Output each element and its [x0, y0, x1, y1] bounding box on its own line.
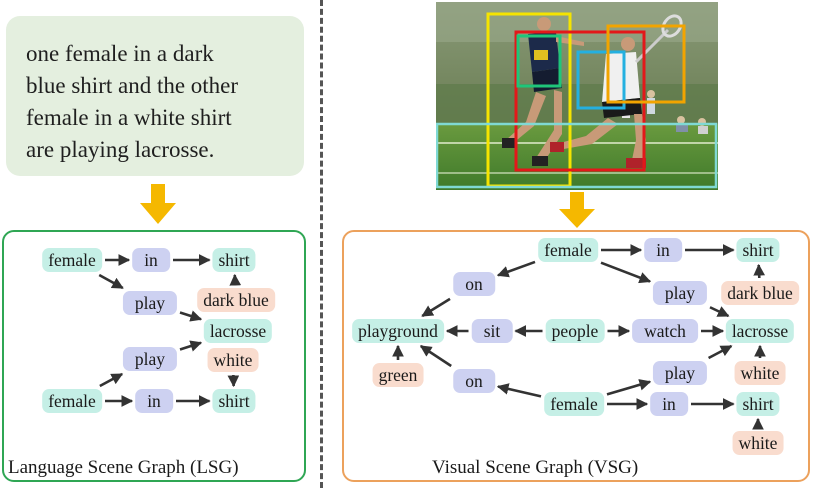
lsg-node-shirt: shirt [212, 389, 256, 413]
vsg-node-shirt: shirt [736, 238, 780, 262]
vsg-node-female: female [538, 238, 598, 262]
lsg-node-female: female [42, 389, 102, 413]
vsg-node-lacrosse: lacrosse [725, 319, 795, 343]
vsg-edge-v_on1-to-v_playground [421, 297, 451, 318]
vsg-node-white: white [734, 361, 786, 385]
lsg-node-lacrosse: lacrosse [203, 319, 273, 343]
lacrosse-photo [436, 2, 718, 190]
vsg-edge-v_female2-to-v_on2 [496, 383, 542, 398]
lsg-edge-l_female1-to-l_play1 [98, 273, 124, 290]
vsg-panel [342, 230, 810, 482]
lsg-title: Language Scene Graph (LSG) [8, 457, 239, 478]
vsg-node-female: female [544, 392, 604, 416]
lsg-panel [2, 230, 306, 482]
lsg-node-shirt: shirt [212, 248, 256, 272]
vsg-node-people: people [545, 319, 605, 343]
vsg-title: Visual Scene Graph (VSG) [432, 457, 639, 478]
lsg-node-play: play [122, 291, 178, 315]
vsg-node-on: on [453, 369, 495, 393]
vsg-node-on: on [453, 272, 495, 296]
vsg-node-shirt: shirt [736, 392, 780, 416]
vsg-edge-v_darkblue-to-v_shirt1 [753, 263, 766, 279]
vsg-node-playground: playground [352, 319, 444, 343]
caption-line: one female in a dark [26, 41, 214, 66]
vsg-node-green: green [372, 363, 424, 387]
vsg-edge-v_play1-to-v_lacrosse [709, 306, 730, 318]
vsg-edge-v_female1-to-v_play1 [600, 261, 652, 284]
vsg-node-play: play [652, 361, 708, 385]
vsg-node-white: white [732, 431, 784, 455]
dashed-divider [320, 0, 323, 488]
caption-line: female in a white shirt [26, 105, 232, 130]
vsg-edge-v_female1-to-v_on1 [496, 260, 536, 278]
lsg-edge-l_female2-to-l_play2 [99, 372, 124, 388]
down-arrow-icon [559, 192, 595, 228]
vsg-node-in: in [650, 392, 688, 416]
lsg-edge-l_play1-to-l_lacrosse [179, 310, 203, 322]
vsg-node-in: in [644, 238, 682, 262]
lsg-node-play: play [122, 347, 178, 371]
vsg-edge-v_female2-to-v_play2 [606, 379, 652, 396]
lsg-node-female: female [42, 248, 102, 272]
lsg-node-in: in [132, 248, 170, 272]
vsg-node-dark-blue: dark blue [721, 281, 799, 305]
lsg-edge-l_play2-to-l_lacrosse [179, 340, 203, 352]
vsg-edge-v_play2-to-v_lacrosse [707, 344, 733, 360]
caption-line: are playing lacrosse. [26, 137, 215, 162]
vsg-node-play: play [652, 281, 708, 305]
caption-line: blue shirt and the other [26, 73, 239, 98]
lsg-node-dark-blue: dark blue [197, 288, 275, 312]
vsg-node-watch: watch [632, 319, 698, 343]
lsg-node-in: in [135, 389, 173, 413]
lsg-node-white: white [207, 348, 259, 372]
vsg-node-sit: sit [471, 319, 513, 343]
caption-box: one female in a dark blue shirt and the … [6, 16, 304, 176]
vsg-edge-v_on2-to-v_playground [419, 344, 452, 368]
down-arrow-icon [140, 184, 176, 224]
lsg-edge-l_darkblue-to-l_shirt1 [229, 273, 242, 286]
